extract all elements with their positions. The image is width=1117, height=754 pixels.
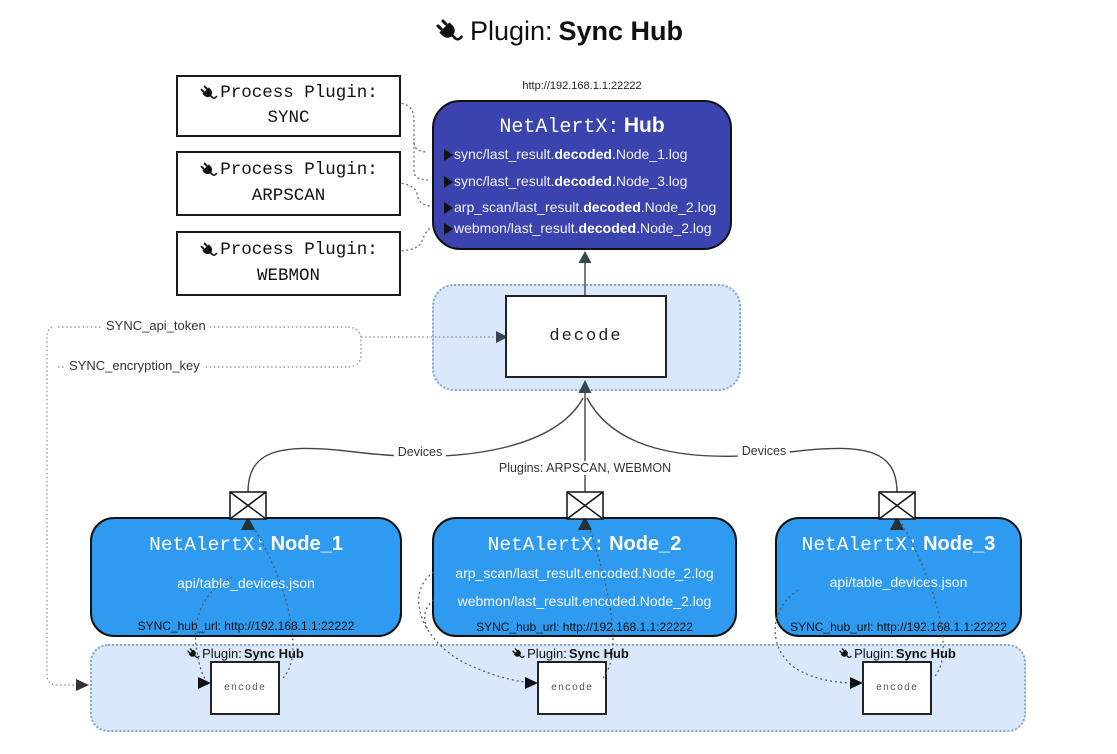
- netalertx-node-3: NetAlertX: Node_3 api/table_devices.json…: [775, 517, 1022, 637]
- plug-icon: [838, 646, 853, 661]
- node-file: webmon/last_result.encoded.Node_2.log: [457, 593, 712, 609]
- hub-log-line: sync/last_result.decoded.Node_1.log: [444, 146, 687, 162]
- process-plugin-webmon: Process Plugin: WEBMON: [176, 231, 401, 296]
- devices-edge-label-right: Devices: [737, 444, 791, 458]
- arrow-icon: [444, 202, 453, 214]
- envelope-icon: [566, 491, 604, 520]
- strip-plugin-label-3: Plugin: Sync Hub: [838, 646, 956, 661]
- hub-log-line: webmon/last_result.decoded.Node_2.log: [444, 220, 712, 236]
- process-plugin-label: Process Plugin:: [220, 240, 378, 261]
- arrow-icon: [444, 223, 453, 235]
- hub-log-line: sync/last_result.decoded.Node_3.log: [444, 173, 687, 189]
- plug-icon: [511, 646, 526, 661]
- diagram-title: Plugin: Sync Hub: [0, 16, 1117, 47]
- hub-url-label: http://192.168.1.1:22222: [522, 80, 642, 92]
- process-plugin-arpscan: Process Plugin: ARPSCAN: [176, 151, 401, 216]
- encode-box-1: encode: [210, 661, 280, 715]
- process-plugin-label: Process Plugin:: [220, 82, 378, 103]
- node-file: arp_scan/last_result.encoded.Node_2.log: [455, 565, 714, 581]
- title-name: Sync Hub: [558, 16, 684, 46]
- node-title: NetAlertX: Node_2: [487, 533, 682, 556]
- arrow-icon: [444, 149, 453, 161]
- netalertx-hub: NetAlertX: Hub sync/last_result.decoded.…: [432, 100, 732, 250]
- process-plugin-name: ARPSCAN: [251, 185, 326, 206]
- plugins-edge-label: Plugins: ARPSCAN, WEBMON: [494, 461, 676, 475]
- encode-box-3: encode: [862, 661, 932, 715]
- envelope-icon: [878, 491, 916, 520]
- envelope-icon: [229, 491, 267, 520]
- hub-title-prefix: NetAlertX:: [499, 116, 620, 139]
- strip-plugin-label-1: Plugin: Sync Hub: [186, 646, 304, 661]
- process-plugin-name: WEBMON: [256, 265, 320, 286]
- devices-edge-label-left: Devices: [393, 445, 447, 459]
- node-title: NetAlertX: Node_3: [801, 533, 996, 556]
- plugin-to-hub-connectors: [396, 102, 432, 252]
- plug-icon: [199, 83, 219, 103]
- node-file: api/table_devices.json: [177, 575, 315, 591]
- node-title: NetAlertX: Node_1: [149, 533, 343, 556]
- node-hub-url: SYNC_hub_url: http://192.168.1.1:22222: [790, 620, 1007, 634]
- process-plugin-sync: Process Plugin: SYNC: [176, 75, 401, 137]
- hub-title: NetAlertX: Hub: [434, 114, 730, 139]
- node-hub-url: SYNC_hub_url: http://192.168.1.1:22222: [476, 620, 693, 634]
- arrowhead-into-strip: [76, 679, 89, 691]
- arrow-icon: [444, 176, 453, 188]
- title-prefix: Plugin:: [469, 16, 553, 46]
- hub-title-name: Hub: [623, 114, 665, 137]
- process-plugin-label: Process Plugin:: [220, 160, 378, 181]
- encode-box-2: encode: [537, 661, 607, 715]
- plug-icon: [433, 16, 464, 47]
- hub-log-line: arp_scan/last_result.decoded.Node_2.log: [444, 199, 716, 215]
- plug-icon: [199, 161, 219, 181]
- strip-plugin-label-2: Plugin: Sync Hub: [511, 646, 629, 661]
- node-file: api/table_devices.json: [829, 574, 968, 590]
- plug-icon: [199, 241, 219, 261]
- netalertx-node-2: NetAlertX: Node_2 arp_scan/last_result.e…: [432, 517, 737, 637]
- process-plugin-name: SYNC: [267, 108, 310, 128]
- plug-icon: [186, 646, 201, 661]
- decode-box: decode: [505, 295, 667, 378]
- arrowhead-into-hub: [578, 251, 592, 263]
- sync-encryption-key-label: SYNC_encryption_key: [66, 358, 203, 373]
- sync-api-token-label: SYNC_api_token: [103, 318, 209, 333]
- netalertx-node-1: NetAlertX: Node_1 api/table_devices.json…: [90, 517, 402, 637]
- node-hub-url: SYNC_hub_url: http://192.168.1.1:22222: [137, 619, 355, 633]
